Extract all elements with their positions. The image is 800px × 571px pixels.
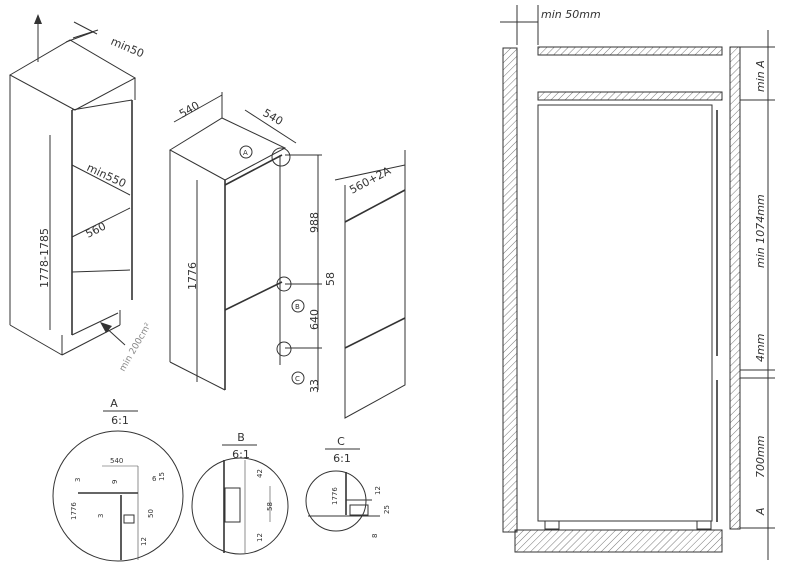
side-view-drawing: min 50mm min A min 1074mm 4mm 700mm A: [500, 5, 775, 560]
detail-c-dim: 25: [383, 505, 391, 514]
marker-b: B: [295, 303, 300, 311]
marker-c: C: [295, 375, 300, 383]
arrow-up-icon: [34, 14, 42, 24]
appliance-height: 1776: [186, 262, 199, 290]
detail-b-label: B: [237, 431, 245, 444]
vent-arrow-icon: [100, 322, 112, 333]
side-upper: min 1074mm: [754, 194, 767, 268]
side-min-a: min A: [754, 60, 767, 92]
niche-vent: min 200cm²: [118, 321, 154, 373]
niche-drawing: min50 1778-1785 min550 560 min 200cm²: [8, 14, 154, 374]
detail-b-dim: 12: [256, 533, 264, 542]
side-a: A: [754, 507, 767, 516]
detail-c-scale: 6:1: [333, 452, 351, 465]
niche-depth: min550: [85, 161, 128, 190]
side-gap: 4mm: [754, 334, 767, 362]
detail-b-scale: 6:1: [232, 448, 250, 461]
detail-c: C 6:1 1776 12 25 8: [305, 435, 391, 538]
detail-a-label: A: [110, 397, 118, 410]
detail-a-dim: 6: [152, 475, 157, 483]
detail-b-dim: 58: [266, 502, 274, 511]
niche-width: 560: [83, 220, 108, 241]
detail-c-dim: 1776: [331, 487, 339, 505]
detail-a-scale: 6:1: [111, 414, 129, 427]
niche-height: 1778-1785: [38, 228, 51, 288]
detail-a-dim: 9: [111, 480, 119, 484]
detail-c-label: C: [337, 435, 345, 448]
door-panel-drawing: 560+2A: [334, 150, 406, 419]
detail-b: B 6:1 42 58 12: [191, 431, 289, 555]
detail-a: A 6:1 540 9 6 15 3 1776 3 50 12: [52, 397, 184, 562]
detail-a-dim: 15: [158, 472, 166, 481]
niche-min-top: min50: [109, 35, 146, 61]
detail-a-dim: 12: [140, 537, 148, 546]
appliance-depth: 540: [261, 106, 286, 128]
side-min-gap: min 50mm: [541, 8, 601, 21]
appliance-drawing: 540 540 1776 988 58 640 33 A B C: [169, 92, 337, 393]
detail-a-dim: 50: [147, 509, 155, 518]
detail-a-dim: 3: [74, 478, 82, 482]
detail-a-dim: 1776: [70, 502, 78, 520]
appliance-bottom: 33: [308, 379, 321, 393]
appliance-gap: 58: [324, 272, 337, 286]
appliance-width: 540: [177, 99, 202, 121]
marker-a: A: [243, 149, 248, 157]
detail-b-dim: 42: [256, 469, 264, 478]
detail-a-dim: 3: [97, 514, 105, 518]
detail-a-dim: 540: [110, 457, 123, 465]
appliance-upper: 988: [308, 212, 321, 233]
detail-c-dim: 12: [374, 486, 382, 495]
side-lower: 700mm: [754, 436, 767, 478]
detail-c-dim: 8: [371, 534, 379, 538]
appliance-lower: 640: [308, 309, 321, 330]
door-panel-width: 560+2A: [347, 164, 393, 197]
